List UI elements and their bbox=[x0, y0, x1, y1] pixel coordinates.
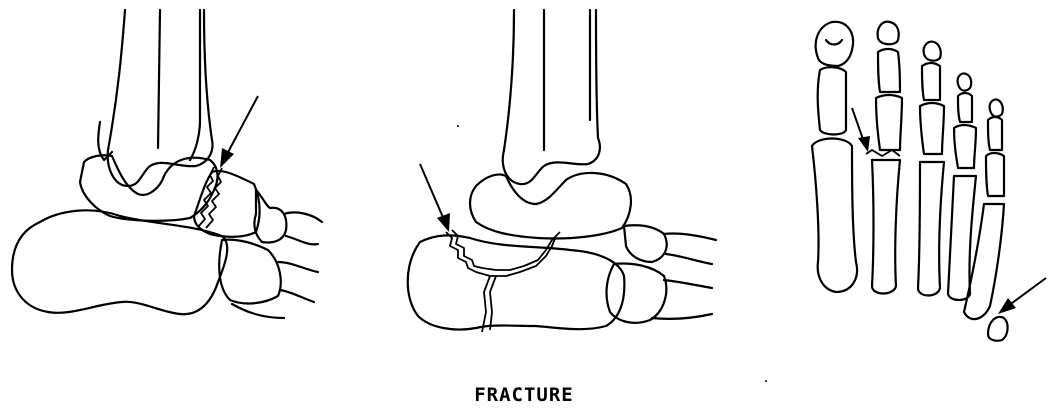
fifth-toe-middle bbox=[988, 117, 1002, 150]
toe-fracture-pointer-arrowhead bbox=[858, 136, 870, 152]
calcaneus-fracture-line-3 bbox=[482, 276, 496, 332]
fracture-pointer-line bbox=[420, 164, 445, 222]
fracture-pointer-arrowhead bbox=[220, 148, 234, 168]
calcaneus bbox=[408, 235, 625, 329]
fragment-pointer-line bbox=[1008, 278, 1046, 306]
fourth-toe-middle bbox=[958, 93, 972, 122]
calcaneus bbox=[12, 210, 227, 314]
calcaneus-fracture-line-2 bbox=[452, 230, 560, 270]
second-toe-middle bbox=[878, 49, 900, 92]
second-toe-distal bbox=[878, 22, 899, 45]
ankle-navicular-fracture-drawing bbox=[12, 10, 322, 318]
figure-caption: FRACTURE bbox=[0, 384, 1048, 406]
third-metatarsal bbox=[918, 162, 944, 296]
talus bbox=[470, 173, 631, 239]
third-toe-distal bbox=[924, 42, 941, 61]
scan-speck bbox=[765, 380, 767, 382]
hallux-nail-line bbox=[826, 40, 842, 45]
hallux-proximal-phalanx bbox=[818, 67, 846, 134]
bone-fragment bbox=[988, 317, 1008, 341]
fracture-pointer-arrowhead bbox=[437, 213, 450, 232]
navicular-bone bbox=[624, 225, 667, 262]
cuboid-bone bbox=[607, 264, 667, 323]
fracture-pointer-line bbox=[226, 96, 258, 156]
third-toe-middle bbox=[922, 63, 940, 100]
third-toe-proximal bbox=[920, 103, 944, 154]
fifth-toe-distal bbox=[990, 99, 1003, 116]
fifth-toe-proximal bbox=[986, 153, 1004, 196]
fibula bbox=[544, 10, 590, 150]
toe-fracture-pointer-line bbox=[852, 108, 864, 142]
first-metatarsal bbox=[812, 139, 857, 293]
cuboid-bone bbox=[219, 240, 281, 304]
tibia bbox=[503, 10, 600, 184]
fragment-pointer-arrowhead bbox=[998, 298, 1016, 314]
fourth-toe-distal bbox=[958, 73, 972, 90]
ankle-calcaneus-fracture-drawing bbox=[408, 10, 716, 332]
second-metatarsal bbox=[872, 160, 900, 294]
toes-fracture-drawing bbox=[812, 22, 1046, 341]
fibula bbox=[158, 10, 200, 160]
second-toe-proximal bbox=[876, 95, 902, 150]
navicular-bone bbox=[194, 171, 260, 237]
fourth-toe-proximal bbox=[954, 125, 976, 168]
scan-speck bbox=[457, 125, 459, 127]
